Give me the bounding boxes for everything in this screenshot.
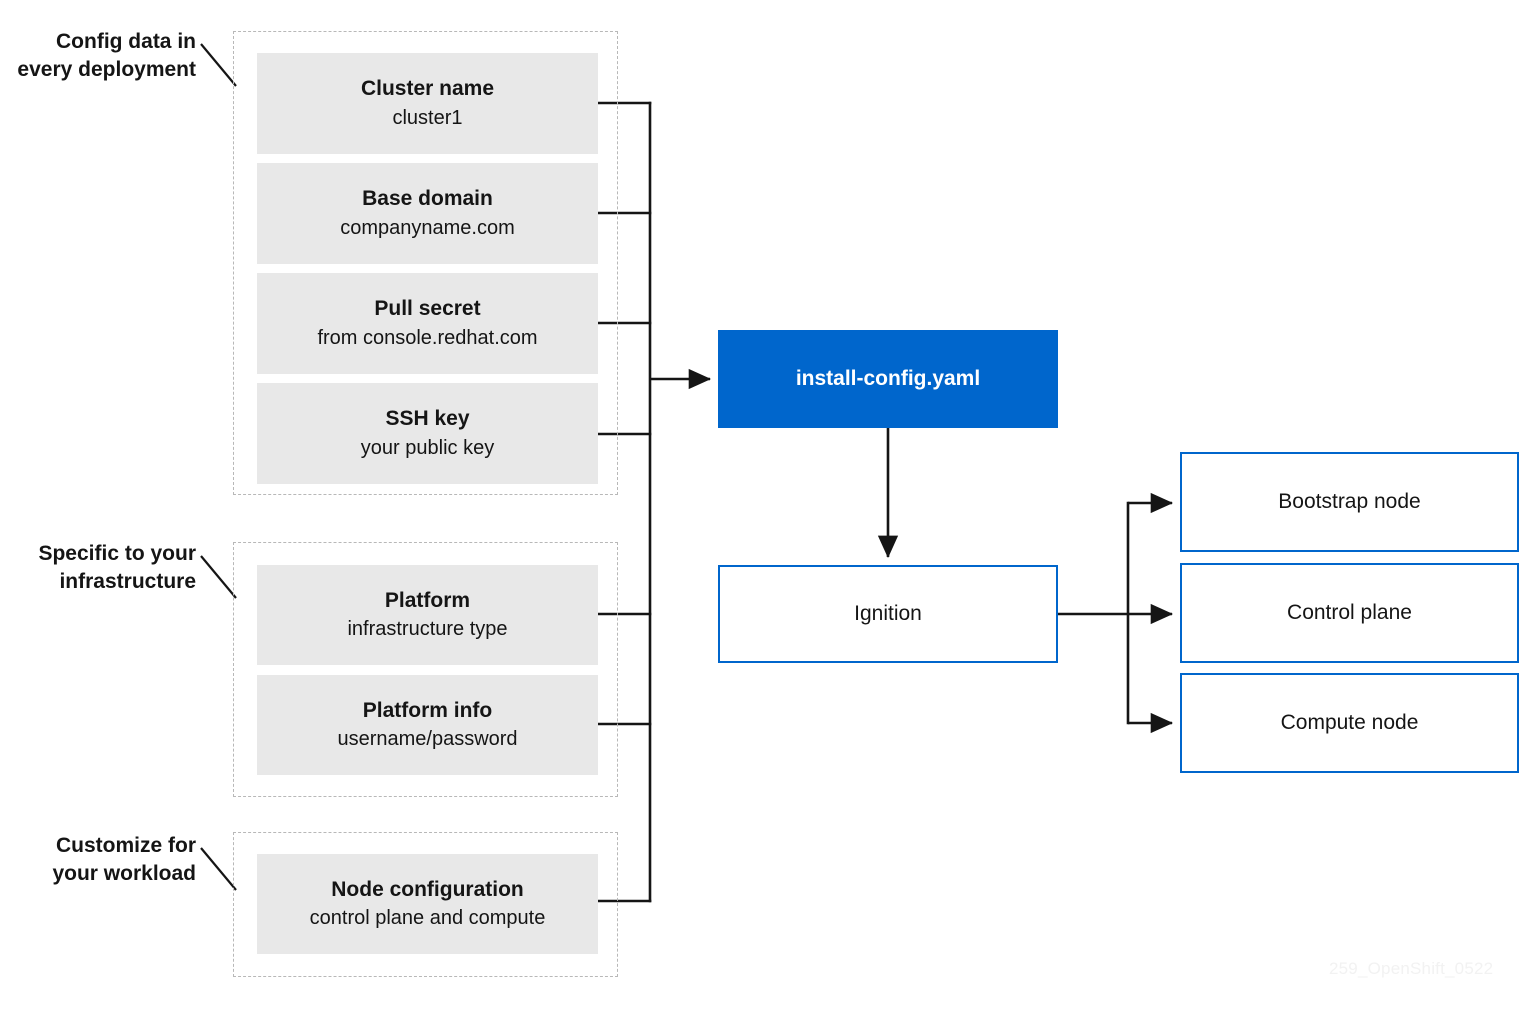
config-card-cluster-name[interactable]: Cluster name cluster1 xyxy=(257,53,598,154)
card-subtitle: username/password xyxy=(337,728,518,751)
install-config-yaml-node[interactable]: install-config.yaml xyxy=(718,330,1058,428)
group-box-workload xyxy=(233,832,618,977)
card-title: Node configuration xyxy=(331,877,524,901)
card-title: Base domain xyxy=(362,187,493,211)
card-subtitle: companyname.com xyxy=(340,216,515,239)
card-subtitle: control plane and compute xyxy=(309,907,546,930)
callout-customize-workload: Customize for your workload xyxy=(52,834,196,885)
config-card-platform[interactable]: Platform infrastructure type xyxy=(257,565,598,665)
card-title: Platform xyxy=(384,588,471,612)
card-title: Platform info xyxy=(362,698,493,722)
group-box-config-data xyxy=(233,31,618,495)
card-subtitle: cluster1 xyxy=(392,106,463,129)
config-card-platform-info[interactable]: Platform info username/password xyxy=(257,675,598,775)
callout-config-data: Config data in every deployment xyxy=(17,30,196,81)
group-box-infrastructure xyxy=(233,542,618,797)
card-subtitle: your public key xyxy=(360,436,495,459)
card-title: Cluster name xyxy=(360,77,495,101)
card-title: SSH key xyxy=(385,407,470,431)
callout-specific-infrastructure: Specific to your infrastructure xyxy=(38,542,196,593)
control-plane-node[interactable]: Control plane xyxy=(1180,563,1519,663)
config-card-base-domain[interactable]: Base domain companyname.com xyxy=(257,163,598,264)
ignition-node[interactable]: Ignition xyxy=(718,565,1058,663)
config-card-node-configuration[interactable]: Node configuration control plane and com… xyxy=(257,854,598,954)
compute-node[interactable]: Compute node xyxy=(1180,673,1519,773)
config-card-ssh-key[interactable]: SSH key your public key xyxy=(257,383,598,484)
card-title: Pull secret xyxy=(374,297,481,321)
card-subtitle: from console.redhat.com xyxy=(317,326,538,349)
config-card-pull-secret[interactable]: Pull secret from console.redhat.com xyxy=(257,273,598,374)
watermark-label: 259_OpenShift_0522 xyxy=(1329,959,1494,978)
bootstrap-node[interactable]: Bootstrap node xyxy=(1180,452,1519,552)
card-subtitle: infrastructure type xyxy=(347,618,508,641)
